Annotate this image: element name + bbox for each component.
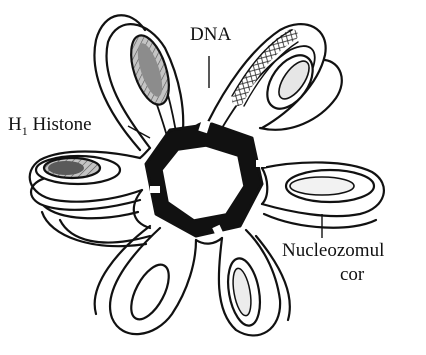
nucleosome-core-label-line2: cor xyxy=(340,264,365,285)
h1-histone-core xyxy=(146,119,266,238)
h1-histone-label: H1 Histone xyxy=(8,114,92,138)
nucleosome-left xyxy=(30,152,142,219)
h1-histone-label-prefix: H xyxy=(8,114,22,135)
nucleosome-bottom-right xyxy=(219,230,290,335)
nucleosome-right xyxy=(262,162,384,227)
dna-label: DNA xyxy=(190,24,231,45)
nucleosome-core-label-line1: Nucleozomul xyxy=(282,240,384,261)
nucleosome-bottom-left xyxy=(42,212,196,334)
h1-histone-label-suffix: Histone xyxy=(28,114,92,135)
